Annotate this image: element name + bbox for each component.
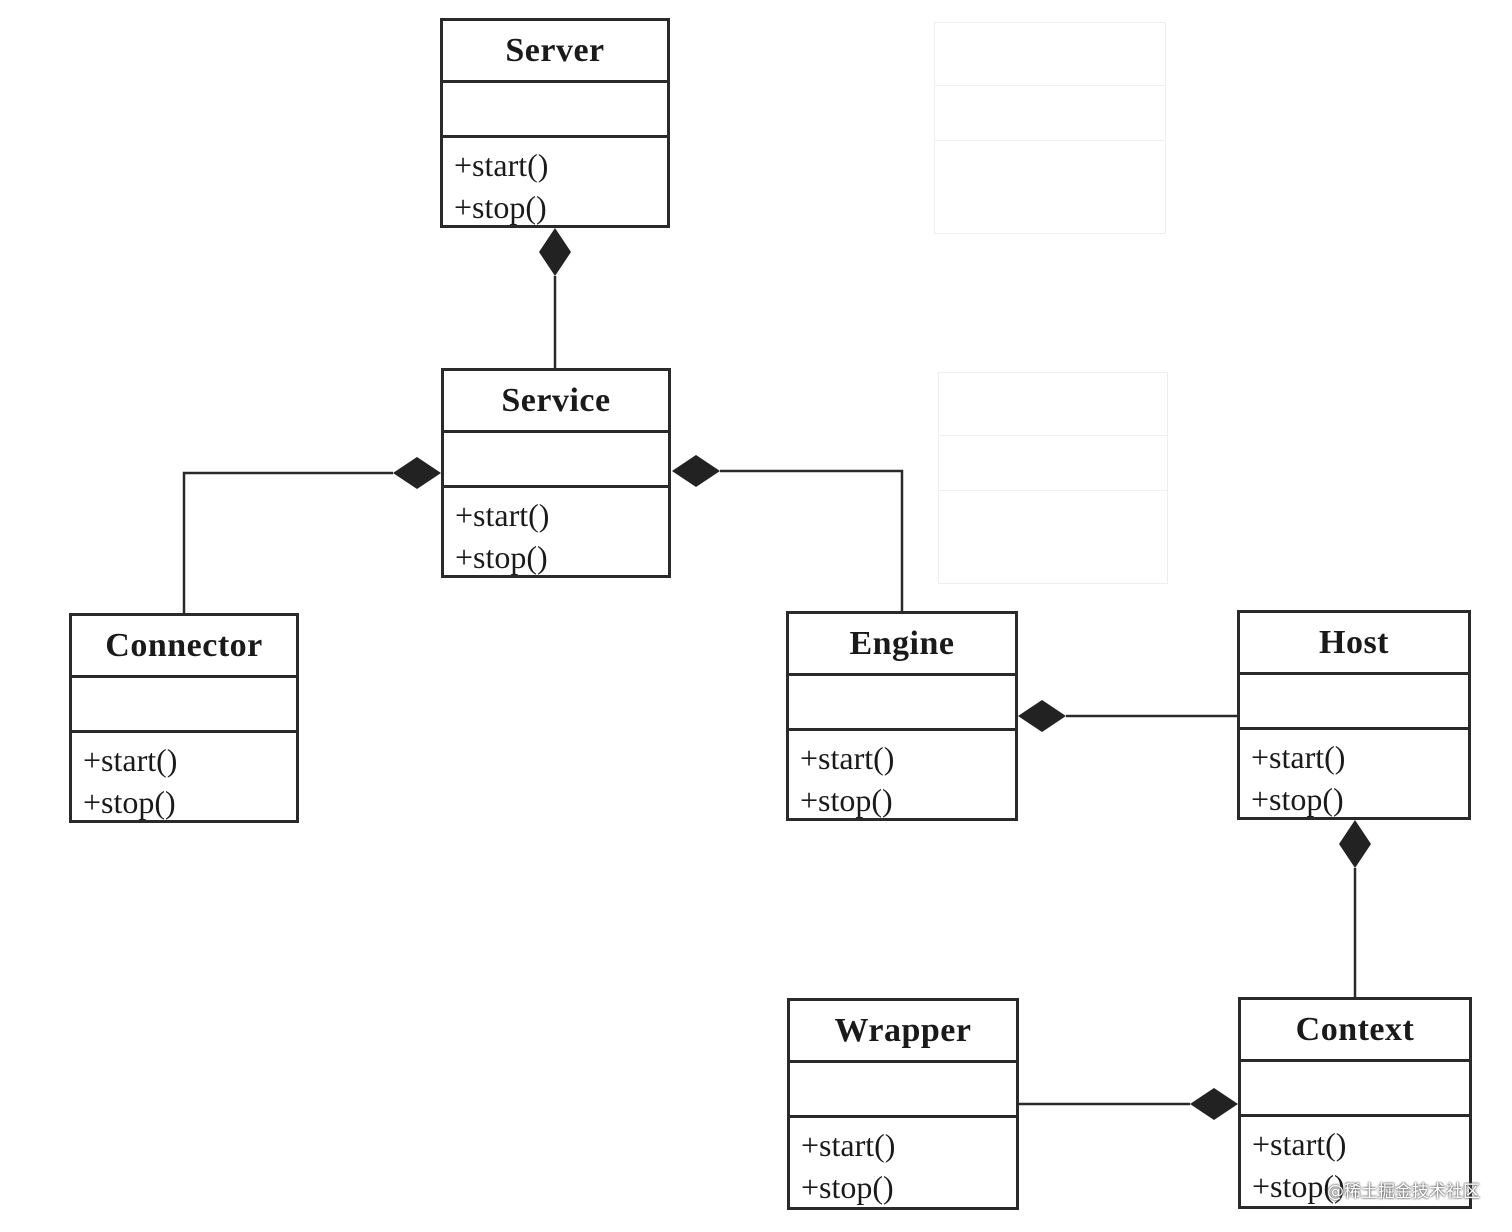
operations-compartment: +start() +stop() — [789, 731, 1015, 821]
class-service: Service +start() +stop() — [441, 368, 671, 578]
composition-diamond-host — [1339, 820, 1371, 868]
operation-stop: +stop() — [800, 782, 893, 818]
composition-diamond-server — [539, 228, 571, 276]
class-server: Server +start() +stop() — [440, 18, 670, 228]
operations-compartment: +start() +stop() — [444, 488, 668, 578]
attributes-compartment — [789, 676, 1015, 731]
composition-diamond-engine — [1018, 700, 1066, 732]
operations-compartment: +start() +stop() — [1240, 730, 1468, 820]
operations-compartment: +start() +stop() — [443, 138, 667, 228]
operation-start: +start() — [83, 742, 178, 778]
class-name: Server — [443, 21, 667, 83]
operation-start: +start() — [455, 497, 550, 533]
class-host: Host +start() +stop() — [1237, 610, 1471, 820]
operation-stop: +stop() — [1251, 781, 1344, 817]
operation-start: +start() — [454, 147, 549, 183]
attributes-compartment — [443, 83, 667, 138]
operation-stop: +stop() — [455, 539, 548, 575]
class-name: Context — [1241, 1000, 1469, 1062]
operation-start: +start() — [1252, 1126, 1347, 1162]
class-connector: Connector +start() +stop() — [69, 613, 299, 823]
watermark: @稀土掘金技术社区 — [1327, 1182, 1480, 1202]
attributes-compartment — [1240, 675, 1468, 730]
attributes-compartment — [1241, 1062, 1469, 1117]
operation-stop: +stop() — [1252, 1168, 1345, 1204]
class-name: Wrapper — [790, 1001, 1016, 1063]
class-engine: Engine +start() +stop() — [786, 611, 1018, 821]
class-name: Service — [444, 371, 668, 433]
composition-diamond-context — [1190, 1088, 1238, 1120]
service-connector-line — [182, 471, 393, 614]
operations-compartment: +start() +stop() — [72, 733, 296, 823]
class-name: Host — [1240, 613, 1468, 675]
operation-start: +start() — [800, 740, 895, 776]
attributes-compartment — [444, 433, 668, 488]
operation-start: +start() — [801, 1127, 896, 1163]
composition-diamond-service-left — [393, 457, 441, 489]
operations-compartment: +start() +stop() — [790, 1118, 1016, 1208]
class-context: Context +start() +stop() — [1238, 997, 1472, 1209]
ghost-box-middle — [938, 372, 1168, 584]
operation-stop: +stop() — [801, 1169, 894, 1205]
attributes-compartment — [72, 678, 296, 733]
class-wrapper: Wrapper +start() +stop() — [787, 998, 1019, 1210]
ghost-box-top — [934, 22, 1166, 234]
operation-start: +start() — [1251, 739, 1346, 775]
operations-compartment: +start() +stop() — [1241, 1117, 1469, 1207]
class-name: Engine — [789, 614, 1015, 676]
attributes-compartment — [790, 1063, 1016, 1118]
operation-stop: +stop() — [83, 784, 176, 820]
composition-diamond-service-right — [672, 455, 720, 487]
class-name: Connector — [72, 616, 296, 678]
operation-stop: +stop() — [454, 189, 547, 225]
service-engine-line — [720, 469, 904, 612]
